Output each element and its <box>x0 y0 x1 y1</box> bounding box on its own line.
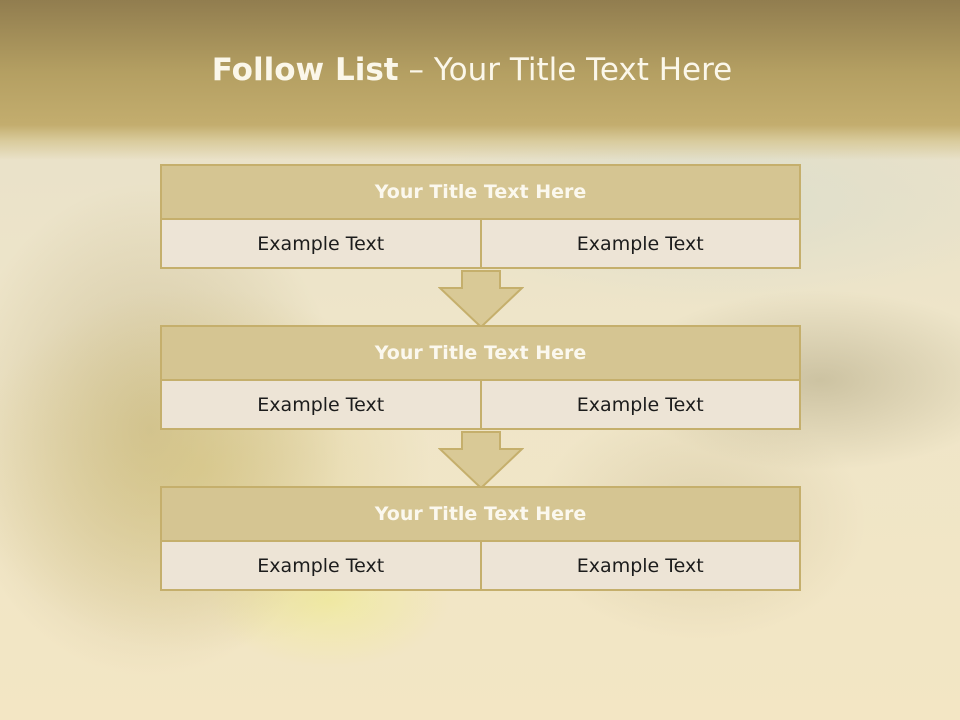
block-cell-right: Example Text <box>479 220 800 267</box>
block-cell-left: Example Text <box>257 554 385 577</box>
block-heading: Your Title Text Here <box>160 325 801 381</box>
down-arrow-icon <box>438 431 524 489</box>
block-row: Example Text Example Text <box>160 381 801 430</box>
slide-title-rest: – Your Title Text Here <box>398 52 733 88</box>
title-band <box>0 0 960 160</box>
block-heading: Your Title Text Here <box>160 486 801 542</box>
list-block-3: Your Title Text Here Example Text Exampl… <box>160 486 801 591</box>
list-block-2: Your Title Text Here Example Text Exampl… <box>160 325 801 430</box>
block-heading: Your Title Text Here <box>160 164 801 220</box>
slide-title-bold: Follow List <box>211 52 399 88</box>
list-block-1: Your Title Text Here Example Text Exampl… <box>160 164 801 269</box>
block-cell-left: Example Text <box>257 393 385 416</box>
block-row: Example Text Example Text <box>160 542 801 591</box>
down-arrow-icon <box>438 270 524 328</box>
block-cell-left: Example Text <box>257 232 385 255</box>
block-cell-right: Example Text <box>479 381 800 428</box>
block-cell-right: Example Text <box>479 542 800 589</box>
slide-title: Follow List – Your Title Text Here <box>0 52 944 88</box>
block-row: Example Text Example Text <box>160 220 801 269</box>
